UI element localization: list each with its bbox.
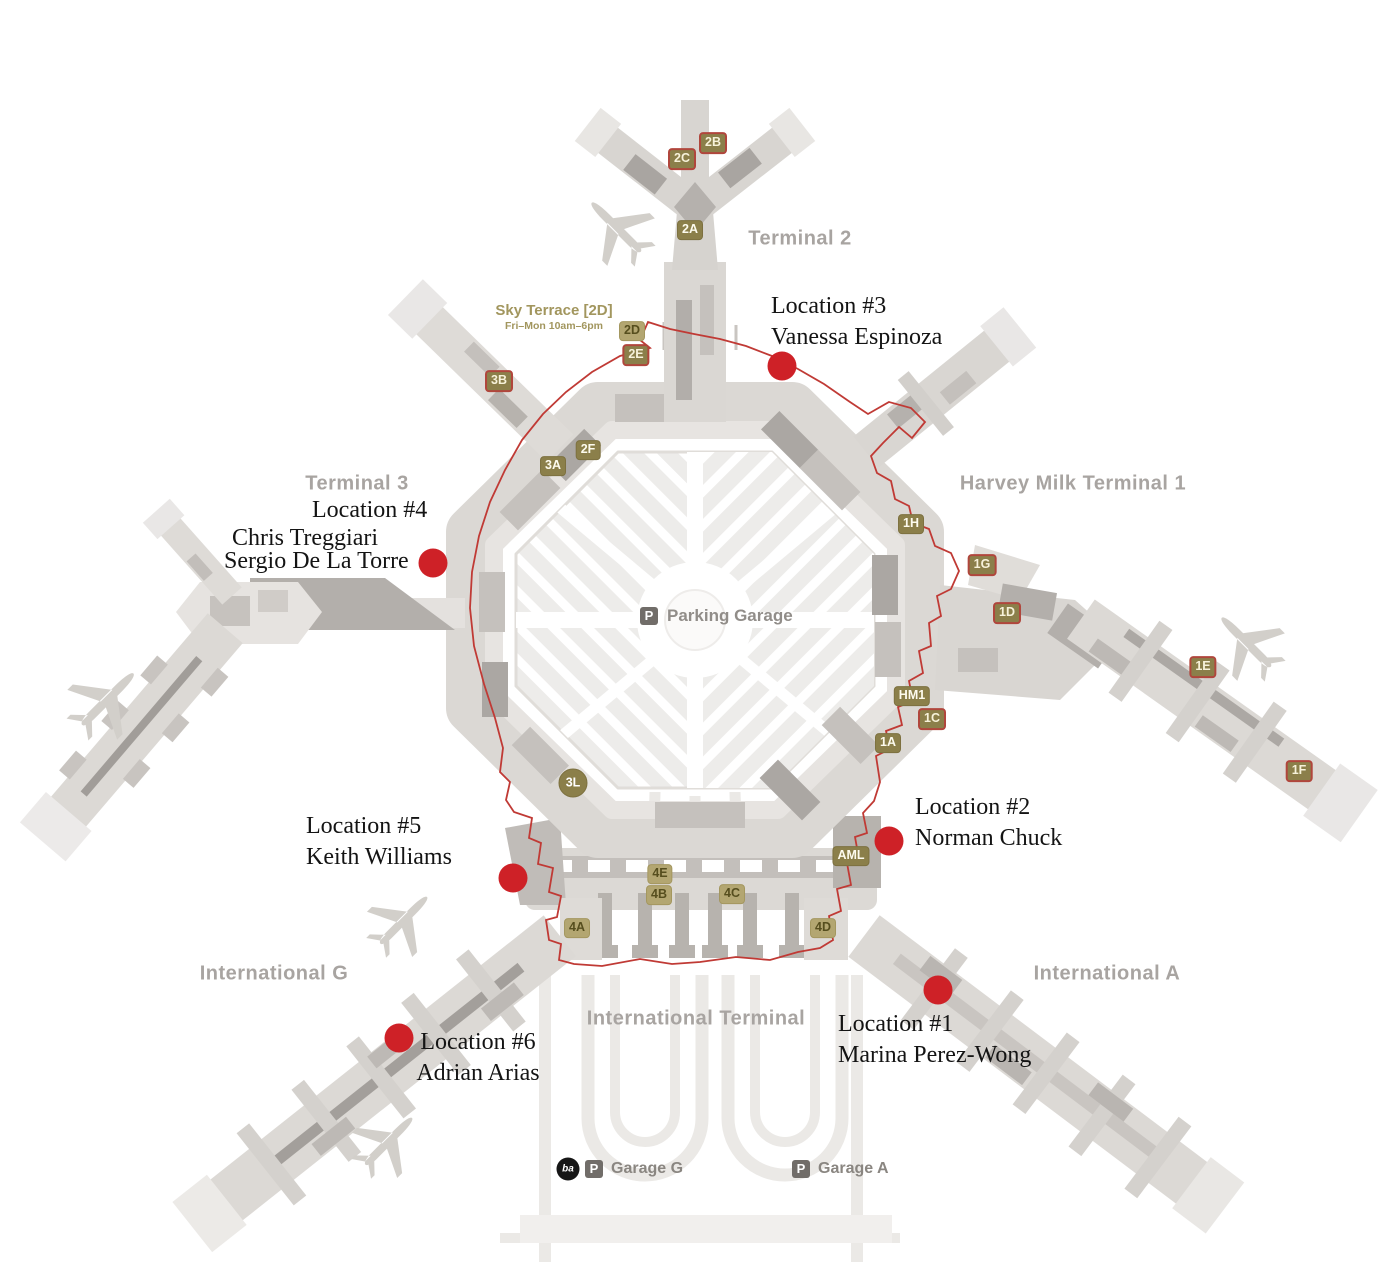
secure-boundary-line <box>469 320 960 967</box>
location-5-label: Location #5 Keith Williams <box>306 811 452 873</box>
parking-garage-label: P Parking Garage <box>640 606 793 626</box>
gate-badge-4e: 4E <box>647 864 673 884</box>
sky-terrace-label: Sky Terrace [2D] Fri–Mon 10am–6pm <box>495 302 612 332</box>
location-dot-1[interactable] <box>923 975 953 1005</box>
harvey-milk-terminal-1-label: Harvey Milk Terminal 1 <box>959 472 1187 495</box>
location-1-label: Location #1 Marina Perez-Wong <box>838 1009 1031 1071</box>
airplane-icon <box>353 874 450 971</box>
gate-badge-2e: 2E <box>622 344 650 366</box>
gate-badge-2b: 2B <box>699 132 727 154</box>
gate-badge-2d: 2D <box>619 321 645 341</box>
gate-badge-aml: AML <box>832 846 870 866</box>
garage-g-text: Garage G <box>611 1160 684 1177</box>
gate-badge-1h: 1H <box>898 514 924 534</box>
international-g-label: International G <box>199 962 349 985</box>
gate-badge-4c: 4C <box>719 884 745 904</box>
parking-garage-text: Parking Garage <box>667 606 793 625</box>
location-dot-2[interactable] <box>874 826 904 856</box>
location-3-label: Location #3 Vanessa Espinoza <box>771 291 942 353</box>
terminal-2-label: Terminal 2 <box>748 227 852 250</box>
parking-icon: P <box>640 607 658 625</box>
bart-icon: ba <box>556 1157 580 1181</box>
international-a-label: International A <box>1033 962 1181 985</box>
location-5-artist: Keith Williams <box>306 844 452 870</box>
location-4-artist-1: Chris Treggiari <box>232 525 379 551</box>
location-6-label: Location #6 Adrian Arias <box>412 1027 544 1089</box>
gate-badge-4d: 4D <box>810 918 836 938</box>
location-3-artist: Vanessa Espinoza <box>771 324 943 350</box>
gate-badge-1f: 1F <box>1285 760 1313 782</box>
location-dot-5[interactable] <box>498 863 528 893</box>
gate-badge-4b: 4B <box>646 885 672 905</box>
sky-terrace-name: Sky Terrace [2D] <box>495 302 613 319</box>
location-3-title: Location #3 <box>771 293 887 319</box>
location-dot-3[interactable] <box>767 351 797 381</box>
sky-terrace-hours: Fri–Mon 10am–6pm <box>504 320 604 332</box>
location-4-title: Location #4 <box>312 497 428 523</box>
gate-badge-2a: 2A <box>677 220 703 240</box>
gate-badge-2c: 2C <box>668 148 696 170</box>
location-2-artist: Norman Chuck <box>915 825 1063 851</box>
harvey-milk-t1-shape <box>935 545 1378 843</box>
parking-icon: P <box>792 1160 810 1178</box>
gate-badge-4a: 4A <box>564 918 590 938</box>
garage-g-label: P Garage G <box>585 1160 683 1178</box>
garage-a-label: P Garage A <box>792 1160 889 1178</box>
gate-badge-1g: 1G <box>967 554 997 576</box>
gate-badge-1a: 1A <box>875 733 901 753</box>
location-1-artist: Marina Perez-Wong <box>838 1042 1032 1068</box>
gate-badge-3a: 3A <box>540 456 566 476</box>
terminal-3-west-shape <box>19 498 465 862</box>
location-6-artist: Adrian Arias <box>416 1060 540 1086</box>
parking-icon: P <box>585 1160 603 1178</box>
international-terminal-label: International Terminal <box>586 1007 806 1030</box>
central-terminal-ring <box>446 318 944 858</box>
location-6-title: Location #6 <box>420 1029 536 1055</box>
gate-badge-1c: 1C <box>918 708 946 730</box>
gate-badge-3l: 3L <box>558 768 588 798</box>
terminal-3-label: Terminal 3 <box>305 472 409 495</box>
location-2-label: Location #2 Norman Chuck <box>915 792 1062 854</box>
garage-a-text: Garage A <box>818 1160 889 1177</box>
international-terminal-shape <box>505 816 881 960</box>
location-2-title: Location #2 <box>915 794 1031 820</box>
gate-badge-3b: 3B <box>485 370 513 392</box>
gate-badge-1e: 1E <box>1189 656 1217 678</box>
location-1-title: Location #1 <box>838 1011 954 1037</box>
gate-badge-hm1: HM1 <box>893 686 931 706</box>
location-dot-6[interactable] <box>384 1023 414 1053</box>
international-a-pier <box>848 915 1245 1234</box>
gate-badge-1d: 1D <box>993 602 1021 624</box>
international-g-pier <box>172 915 576 1253</box>
location-5-title: Location #5 <box>306 813 422 839</box>
location-4-artist-2: Sergio De La Torre <box>224 548 409 574</box>
location-dot-4[interactable] <box>418 548 448 578</box>
gate-badge-2f: 2F <box>575 440 601 460</box>
